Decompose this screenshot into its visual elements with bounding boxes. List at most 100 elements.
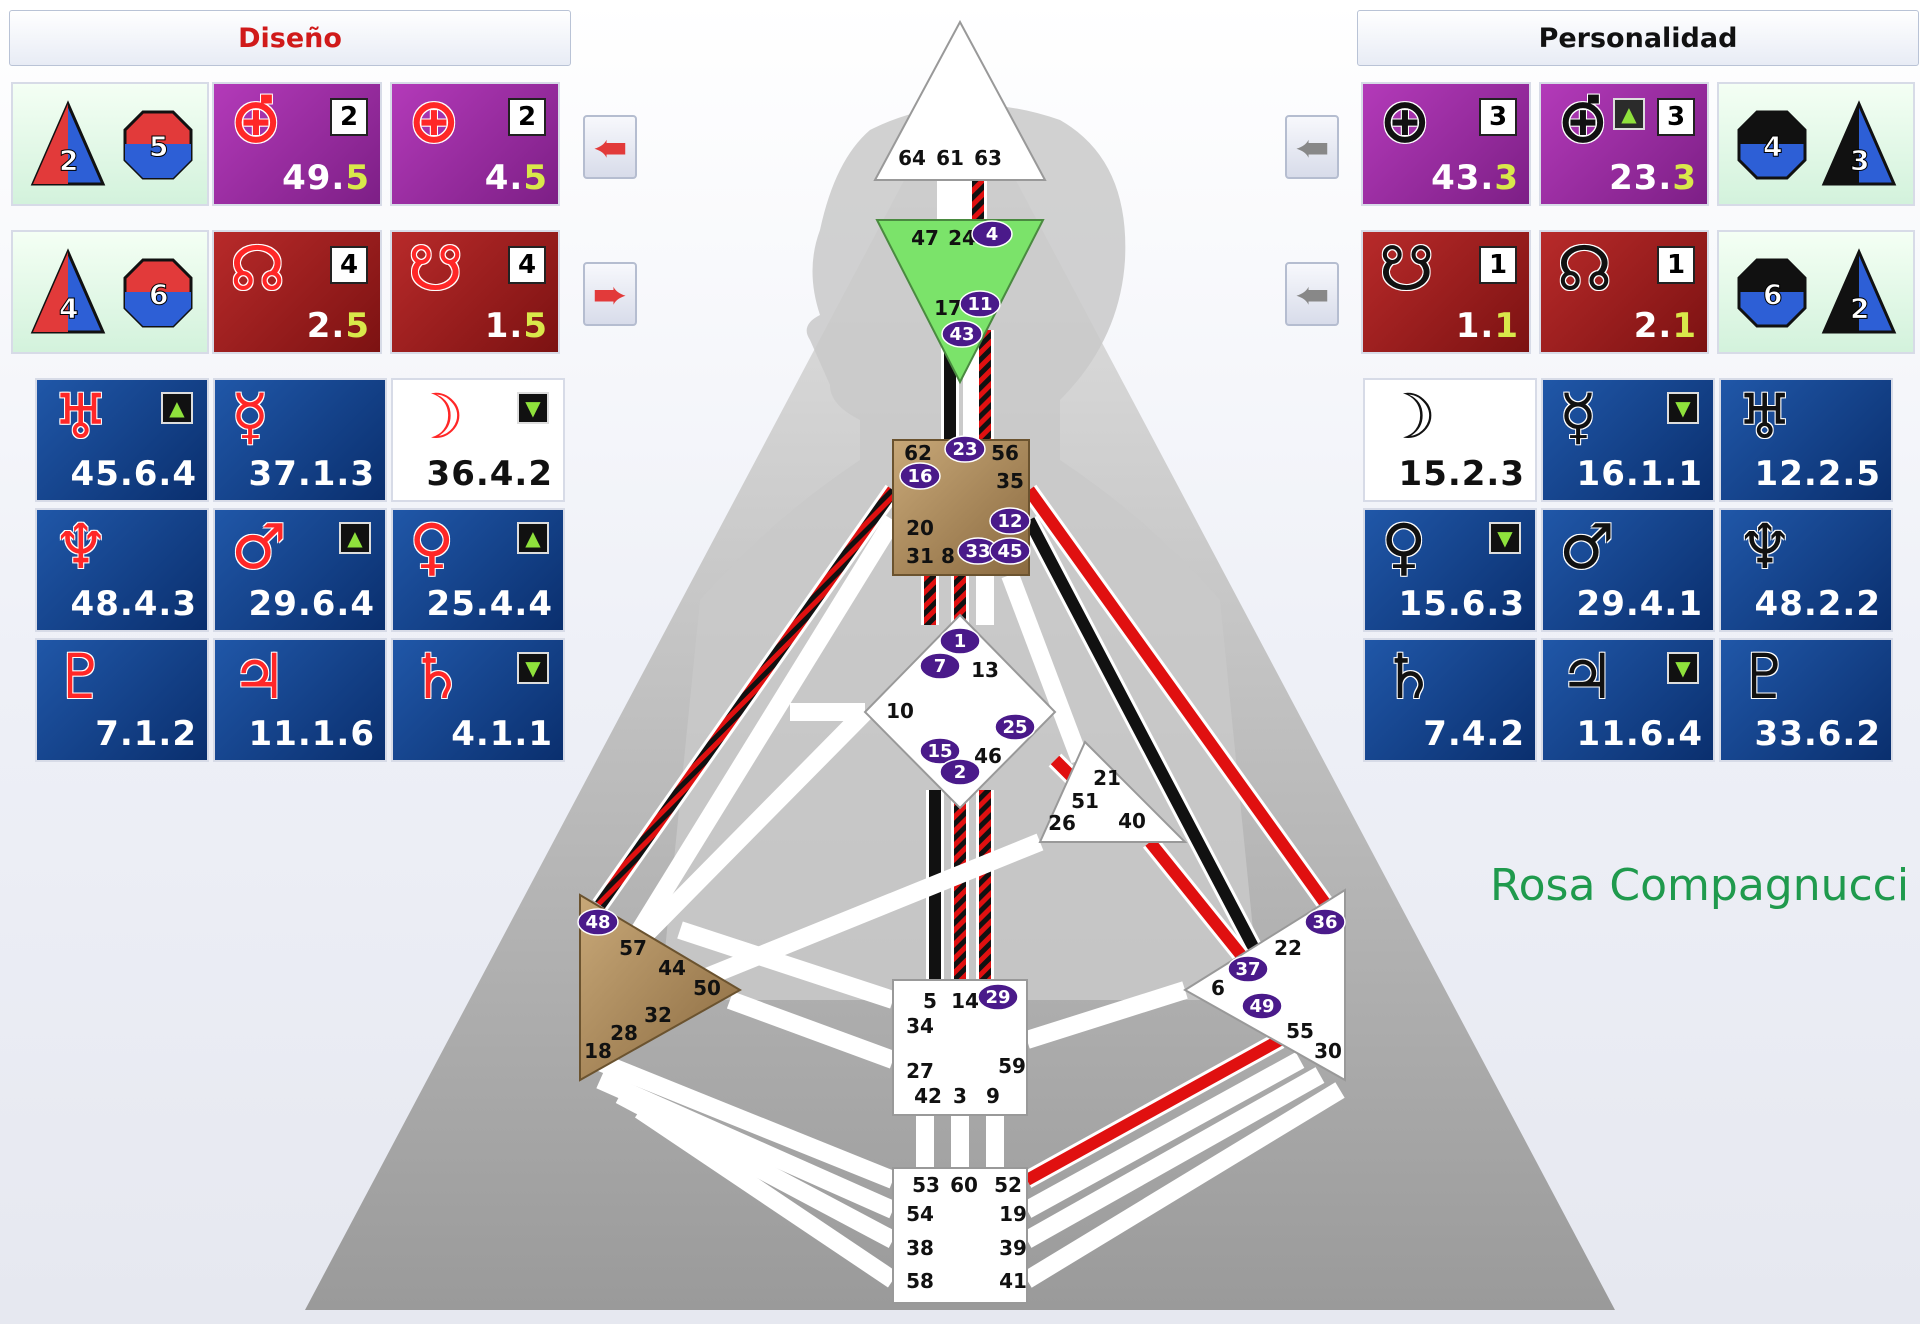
design-south-node-line: 4 xyxy=(508,246,546,284)
ego-center xyxy=(1038,740,1188,843)
personality-planet-cell: ♄7.4.2 xyxy=(1363,638,1537,762)
head-silhouette xyxy=(660,104,1260,1000)
gate-spleen-4: 32 xyxy=(644,1003,672,1027)
planet-value: 7.4.2 xyxy=(1423,714,1525,754)
personality-earth-icon: ⊕ xyxy=(1379,84,1431,157)
chart-owner-name: Rosa Compagnucci xyxy=(1490,860,1910,911)
design-sun-cell: ⊕̇ 2 49.5 xyxy=(212,82,382,206)
gate-g-6: 46 xyxy=(974,744,1002,768)
gate-spleen-1: 57 xyxy=(619,936,647,960)
planet-value: 48.2.2 xyxy=(1754,584,1881,624)
design-arrow-top-button[interactable]: ➨ xyxy=(583,115,637,179)
channel-30 xyxy=(634,1102,899,1288)
active-gate-marker xyxy=(1304,908,1346,936)
channel-28 xyxy=(596,1071,897,1219)
channel-activation-17 xyxy=(1024,486,1335,914)
channel-activation-31 xyxy=(1024,1034,1283,1186)
gate-spleen-0: 48 xyxy=(585,912,610,933)
gate-g-5: 15 xyxy=(927,741,952,762)
exalted-triangle-icon: ▲ xyxy=(339,522,371,554)
gate-sacral-3: 34 xyxy=(906,1014,934,1038)
personality-planet-cell: ♃▼11.6.4 xyxy=(1541,638,1715,762)
planet-value: 11.6.4 xyxy=(1576,714,1703,754)
gate-solar-3: 6 xyxy=(1211,976,1225,1000)
personality-bottom-variable-cell: 6 2 xyxy=(1717,230,1915,354)
planet-icon: ♅ xyxy=(53,380,109,453)
gate-sacral-2: 29 xyxy=(985,987,1010,1008)
personality-header: Personalidad xyxy=(1357,10,1919,66)
detriment-triangle-icon: ▼ xyxy=(1667,392,1699,424)
design-arrow-bottom-button[interactable]: ➨ xyxy=(583,262,637,326)
active-gate-marker xyxy=(959,290,1001,318)
design-bottom-digit-1: 4 xyxy=(59,292,78,325)
channel-19 xyxy=(1001,571,1089,764)
planet-icon: ♅ xyxy=(1737,380,1793,453)
personality-south-node-cell: ☋ 1 1.1 xyxy=(1361,230,1531,354)
gate-solar-4: 49 xyxy=(1249,996,1274,1017)
gate-sacral-4: 27 xyxy=(906,1059,934,1083)
channel-activation-18 xyxy=(1023,517,1266,963)
planet-icon: ♄ xyxy=(1381,640,1437,713)
gate-throat-3: 16 xyxy=(907,466,932,487)
planet-value: 48.4.3 xyxy=(70,584,197,624)
gate-throat-2: 56 xyxy=(991,441,1019,465)
gate-head-2: 63 xyxy=(974,146,1002,170)
gate-solar-2: 37 xyxy=(1235,959,1260,980)
channel-31 xyxy=(1022,1032,1285,1188)
planet-icon: ♇ xyxy=(1737,640,1793,713)
personality-sun-cell: ⊕̇ ▲ 3 23.3 xyxy=(1539,82,1709,206)
gate-ajna-3: 17 xyxy=(934,296,962,320)
active-gate-marker xyxy=(944,435,986,463)
channel-17 xyxy=(1021,484,1338,916)
personality-bottom-variable-shapes: 6 2 xyxy=(1737,248,1897,334)
personality-top-digit-2: 3 xyxy=(1850,144,1869,177)
personality-earth-line: 3 xyxy=(1479,98,1517,136)
design-south-node-value: 1.5 xyxy=(484,306,548,346)
spleen-center xyxy=(579,893,742,1082)
active-gate-marker xyxy=(919,737,961,765)
gate-throat-8: 8 xyxy=(941,544,955,568)
solar-plexus-center xyxy=(1183,888,1346,1082)
sacral-center xyxy=(892,979,1028,1116)
planet-icon: ♀ xyxy=(409,510,455,583)
channel-26 xyxy=(726,991,897,1069)
gate-sacral-0: 5 xyxy=(923,989,937,1013)
design-sun-value: 49.5 xyxy=(282,158,370,198)
active-gate-marker xyxy=(994,713,1036,741)
personality-south-node-line: 1 xyxy=(1479,246,1517,284)
gate-g-3: 10 xyxy=(886,699,914,723)
design-planet-cell: ♂▲29.6.4 xyxy=(213,508,387,632)
personality-north-node-cell: ☊ 1 2.1 xyxy=(1539,230,1709,354)
exalted-triangle-icon: ▲ xyxy=(1613,98,1645,130)
personality-arrow-top-button[interactable]: ➨ xyxy=(1285,115,1339,179)
planet-icon: ☽ xyxy=(409,380,465,453)
design-planet-cell: ♃11.1.6 xyxy=(213,638,387,762)
channel-29 xyxy=(615,1087,898,1248)
personality-arrow-bottom-button[interactable]: ➨ xyxy=(1285,262,1339,326)
gate-root-8: 41 xyxy=(999,1269,1027,1293)
gate-sacral-1: 14 xyxy=(951,989,979,1013)
design-header: Diseño xyxy=(9,10,571,66)
design-north-node-line: 4 xyxy=(330,246,368,284)
planet-value: 37.1.3 xyxy=(248,454,375,494)
planet-value: 29.6.4 xyxy=(248,584,375,624)
gate-sacral-7: 3 xyxy=(953,1084,967,1108)
gate-root-3: 54 xyxy=(906,1202,934,1226)
gate-g-4: 25 xyxy=(1002,717,1027,738)
planet-icon: ♆ xyxy=(53,510,109,583)
channel-32 xyxy=(1022,1052,1305,1218)
active-gate-marker xyxy=(971,220,1013,248)
design-south-node-cell: ☋ 4 1.5 xyxy=(390,230,560,354)
gate-sacral-8: 9 xyxy=(986,1084,1000,1108)
exalted-triangle-icon: ▲ xyxy=(161,392,193,424)
personality-planet-cell: ♅12.2.5 xyxy=(1719,378,1893,502)
design-earth-value: 4.5 xyxy=(484,158,548,198)
detriment-triangle-icon: ▼ xyxy=(1667,652,1699,684)
channel-18 xyxy=(1021,515,1268,965)
personality-bottom-digit-2: 2 xyxy=(1850,292,1869,325)
planet-value: 7.1.2 xyxy=(95,714,197,754)
active-gate-marker xyxy=(977,983,1019,1011)
planet-value: 36.4.2 xyxy=(426,454,553,494)
design-top-digit-2: 5 xyxy=(149,130,168,163)
